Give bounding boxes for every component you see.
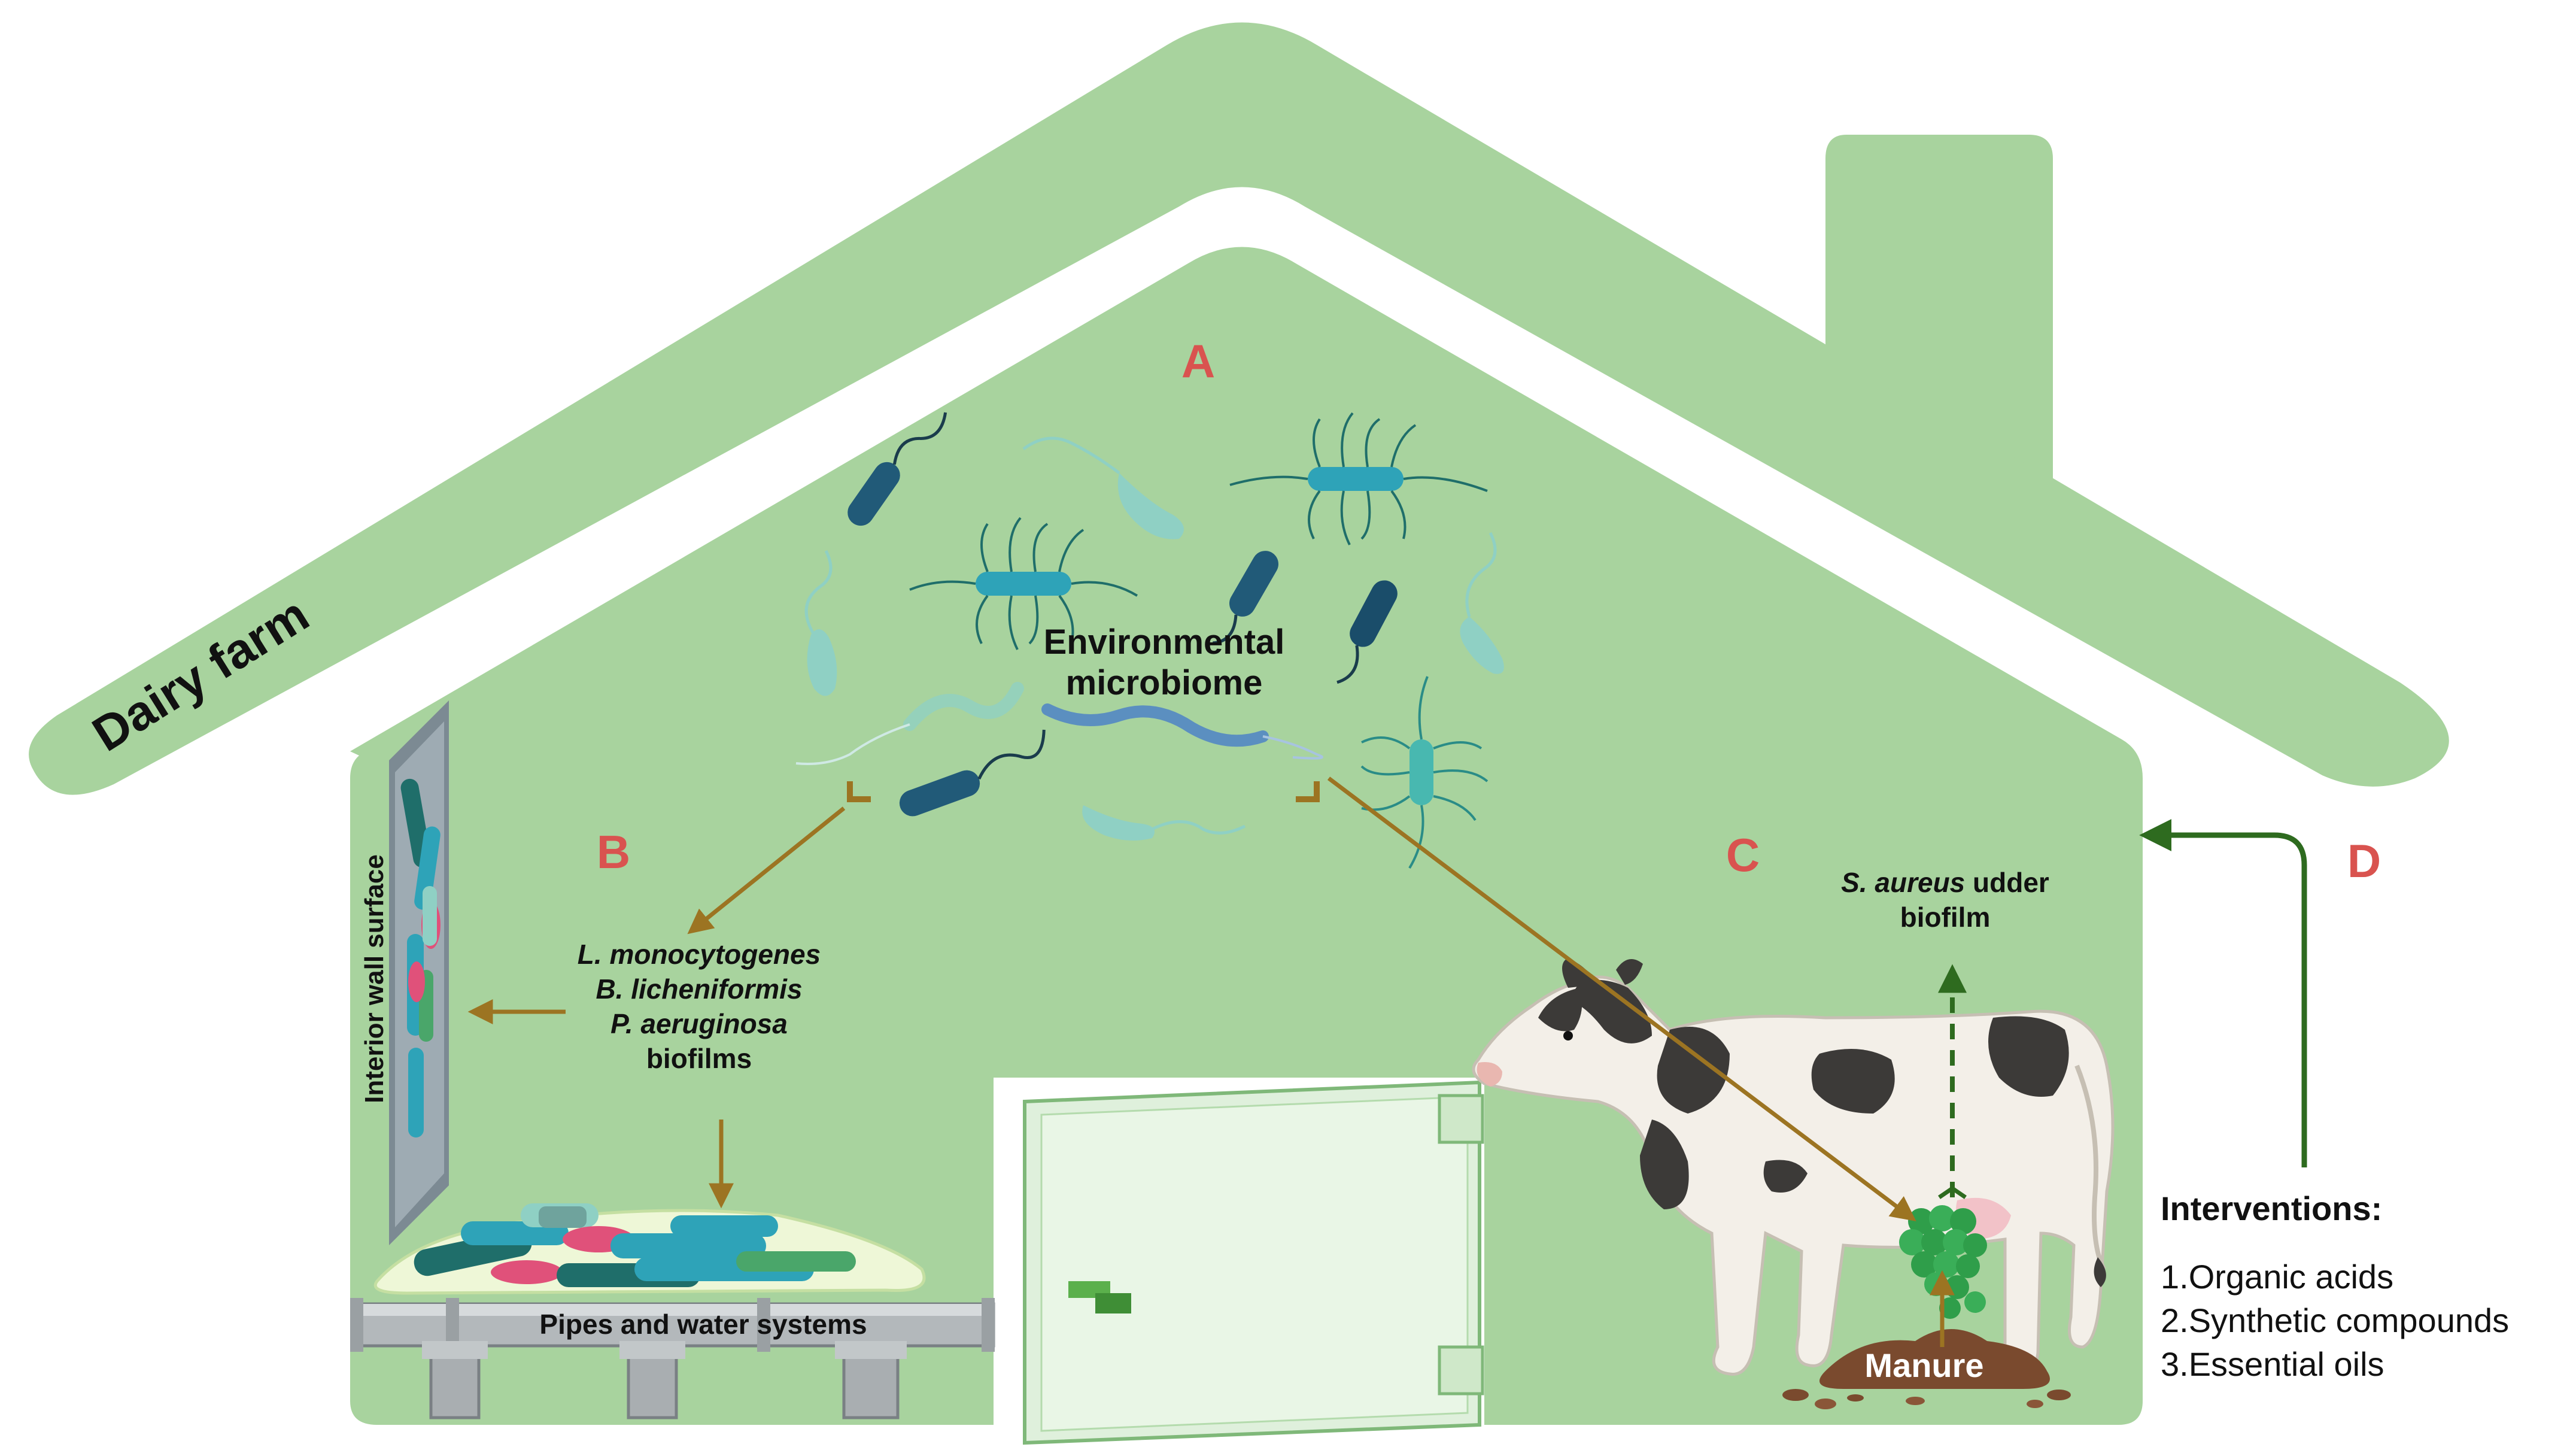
organism-3: P. aeruginosa [610, 1008, 788, 1039]
panel-b-letter: B [597, 826, 630, 878]
rod-bacterium-icon [899, 729, 1046, 817]
species-name: S. aureus [1841, 867, 1965, 898]
flagellated-bacterium-icon [1360, 676, 1489, 869]
curved-bacterium-icon [804, 436, 1504, 841]
udder-biofilm-line1: S. aureus udder [1841, 867, 2049, 898]
pathway-arrows [467, 776, 2307, 1347]
biofilms-label: biofilms [646, 1043, 752, 1074]
interior-wall-panel [389, 700, 449, 1245]
barn-door[interactable] [1006, 1078, 1484, 1445]
pipes-label: Pipes and water systems [539, 1309, 867, 1340]
manure-label: Manure [1864, 1346, 1983, 1384]
roof-shape [29, 22, 2449, 795]
bracket-right-icon [1296, 781, 1320, 802]
interventions-heading: Interventions: [2161, 1190, 2382, 1227]
arrow-microbiome-to-b [687, 806, 846, 935]
panel-d-letter: D [2347, 835, 2381, 887]
panel-a-letter: A [1181, 335, 1215, 387]
rod-bacterium-icon [1213, 551, 1278, 645]
spiral-bacterium-icon [795, 682, 1323, 765]
rod-bacterium-icon [847, 412, 947, 526]
arrow-microbiome-to-cow [1327, 776, 1916, 1222]
bracket-left-icon [847, 781, 871, 802]
wall-biofilm-icon [400, 778, 441, 1137]
species-suffix: udder [1965, 867, 2049, 898]
manure-pile [1782, 1329, 2071, 1409]
rod-bacterium-icon [1336, 580, 1398, 684]
intervention-item-1: 1.Organic acids [2161, 1258, 2393, 1296]
interior-wall-label: Interior wall surface [360, 854, 389, 1103]
arrow-interventions-to-farm [2139, 819, 2307, 1167]
intervention-item-2: 2.Synthetic compounds [2161, 1302, 2509, 1339]
microbiome-label-line2: microbiome [1066, 663, 1263, 702]
pipes-and-water-systems [350, 1203, 995, 1419]
intervention-item-3: 3.Essential oils [2161, 1345, 2384, 1383]
flagellated-bacterium-icon [1229, 412, 1488, 545]
organism-2: B. licheniformis [596, 973, 802, 1005]
microbiome-label-line1: Environmental [1044, 623, 1285, 662]
flagellated-bacterium-icon [909, 517, 1138, 650]
organism-1: L. monocytogenes [578, 939, 821, 970]
environmental-microbiome-bacteria [795, 412, 1504, 869]
door-handle-icon [1068, 1281, 1131, 1313]
chimney [1825, 135, 2053, 479]
pipe-biofilm-icon [373, 1203, 926, 1295]
panel-c-letter: C [1726, 829, 1760, 881]
udder-biofilm-line2: biofilm [1900, 902, 1991, 933]
